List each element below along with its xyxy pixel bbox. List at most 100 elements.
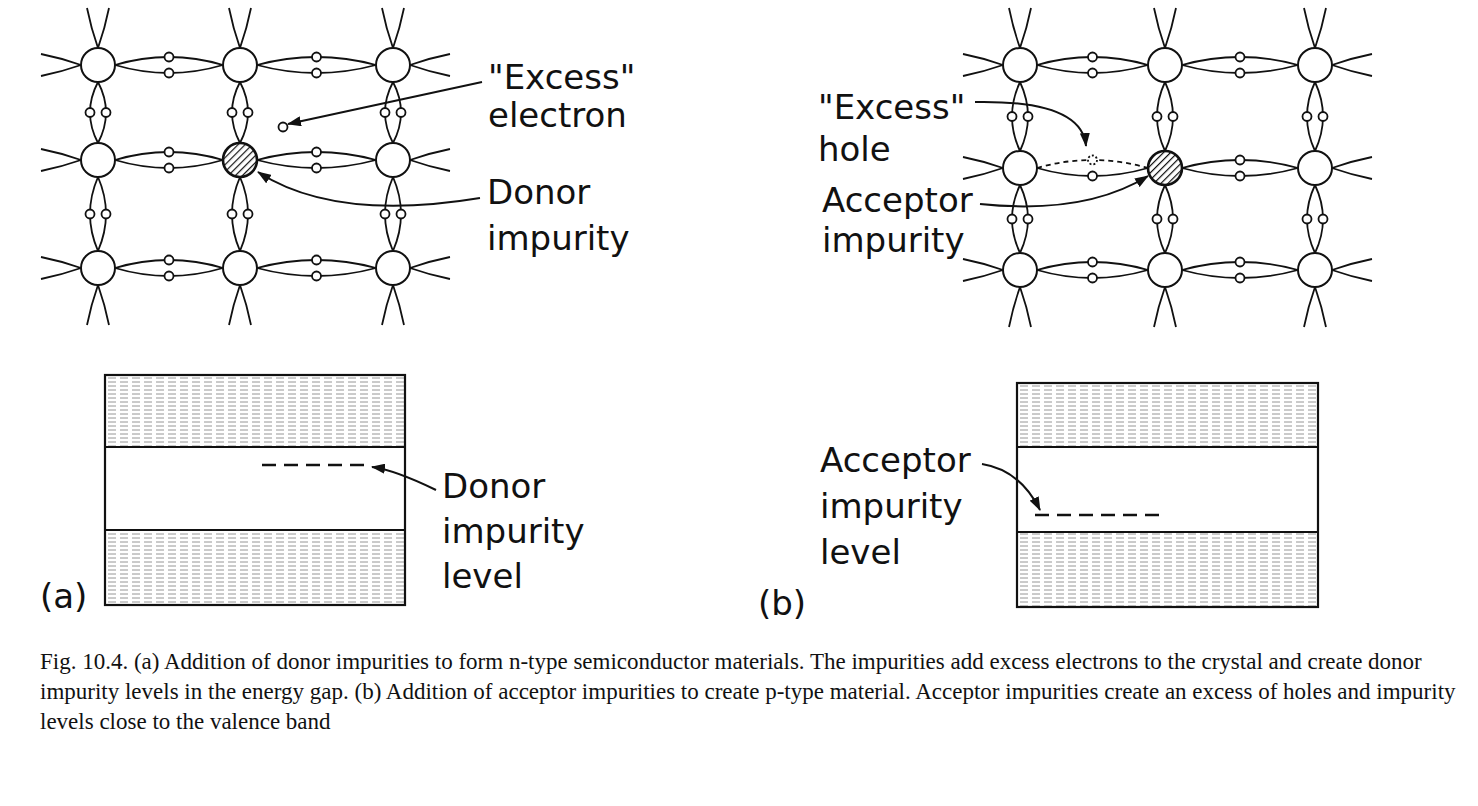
- bond-stub: [1009, 8, 1020, 48]
- electron: [1236, 156, 1245, 165]
- electron: [165, 256, 174, 265]
- bond-stub: [240, 8, 251, 48]
- bond-stub: [98, 8, 109, 48]
- bond-stub: [41, 160, 81, 171]
- callout-label: Donor impurity: [487, 169, 630, 261]
- bond-stub: [229, 8, 240, 48]
- electron: [1088, 258, 1097, 267]
- bond-stub: [240, 285, 251, 325]
- electron: [1303, 112, 1312, 121]
- electron: [312, 256, 321, 265]
- bond-stub: [1304, 287, 1315, 327]
- lattice-atom: [1003, 48, 1037, 82]
- bond-stub: [410, 54, 450, 65]
- band-edge: [105, 529, 405, 531]
- bond-stub: [382, 8, 393, 48]
- electron: [1088, 53, 1097, 62]
- electron: [1236, 53, 1245, 62]
- electron: [312, 53, 321, 62]
- bond-stub: [410, 257, 450, 268]
- conduction-band: [1017, 383, 1318, 447]
- band-frame: [105, 375, 405, 605]
- bond-stub: [98, 285, 109, 325]
- leader-line: [975, 102, 1086, 146]
- electron: [1008, 215, 1017, 224]
- bond-stub: [87, 8, 98, 48]
- lattice-atom: [376, 48, 410, 82]
- electron: [1169, 112, 1178, 121]
- impurity-atom: [1148, 151, 1182, 185]
- electron: [165, 53, 174, 62]
- bond-stub: [1165, 8, 1176, 48]
- bond-stub: [1315, 8, 1326, 48]
- bond-stub: [41, 268, 81, 279]
- bond-stub: [1154, 287, 1165, 327]
- lattice-atom: [1298, 48, 1332, 82]
- electron: [228, 108, 237, 117]
- electron: [1153, 112, 1162, 121]
- bond-stub: [1009, 287, 1020, 327]
- electron: [1236, 258, 1245, 267]
- electron: [1088, 274, 1097, 283]
- crystal-lattice-b: [963, 8, 1372, 327]
- bond-stub: [1332, 65, 1372, 76]
- electron: [228, 210, 237, 219]
- lattice-atom: [81, 251, 115, 285]
- donor-level: [262, 464, 368, 467]
- impurity-atom: [223, 143, 257, 177]
- panel-letter: (b): [758, 583, 806, 623]
- callout-label: "Excess" electron: [488, 58, 635, 134]
- electron: [86, 108, 95, 117]
- callout-label: Acceptor impurity: [822, 180, 973, 260]
- crystal-lattice-a: [41, 8, 450, 325]
- band-diagram-a: [105, 375, 405, 605]
- electron: [86, 210, 95, 219]
- bond-stub: [1304, 8, 1315, 48]
- electron: [102, 108, 111, 117]
- bond-stub: [410, 160, 450, 171]
- lattice-atom: [1148, 48, 1182, 82]
- electron: [165, 69, 174, 78]
- lattice-atom: [81, 48, 115, 82]
- lattice-atom: [1003, 151, 1037, 185]
- acceptor-level: [1035, 514, 1160, 517]
- bond-stub: [963, 168, 1003, 179]
- electron: [397, 210, 406, 219]
- callout-label: "Excess" hole: [818, 86, 965, 170]
- bond-stub: [393, 8, 404, 48]
- bond-stub: [963, 157, 1003, 168]
- bond-stub: [41, 257, 81, 268]
- leader-line: [258, 172, 480, 206]
- electron: [1088, 69, 1097, 78]
- electron: [1008, 112, 1017, 121]
- missing-electron: [1088, 156, 1097, 165]
- callout-label: Donor impurity level: [442, 464, 585, 599]
- band-diagram-b: [1017, 383, 1318, 607]
- electron: [102, 210, 111, 219]
- electron: [1088, 172, 1097, 181]
- lattice-atom: [1003, 253, 1037, 287]
- bond-stub: [382, 285, 393, 325]
- electron: [1236, 274, 1245, 283]
- bond-stub: [1332, 270, 1372, 281]
- electron: [1153, 215, 1162, 224]
- bond-stub: [393, 285, 404, 325]
- electron: [1319, 112, 1328, 121]
- bond-stub: [1020, 8, 1031, 48]
- lattice-atom: [223, 251, 257, 285]
- electron: [397, 108, 406, 117]
- bond-stub: [410, 65, 450, 76]
- bond-stub: [1165, 287, 1176, 327]
- electron: [244, 210, 253, 219]
- electron: [381, 210, 390, 219]
- electron: [312, 164, 321, 173]
- lattice-atom: [1298, 253, 1332, 287]
- panel-letter: (a): [40, 576, 87, 616]
- lattice-atom: [376, 143, 410, 177]
- leaders: [258, 82, 1148, 510]
- electron: [312, 69, 321, 78]
- electron: [312, 272, 321, 281]
- bond-stub: [1332, 259, 1372, 270]
- bond-stub: [410, 268, 450, 279]
- bond-stub: [1315, 287, 1326, 327]
